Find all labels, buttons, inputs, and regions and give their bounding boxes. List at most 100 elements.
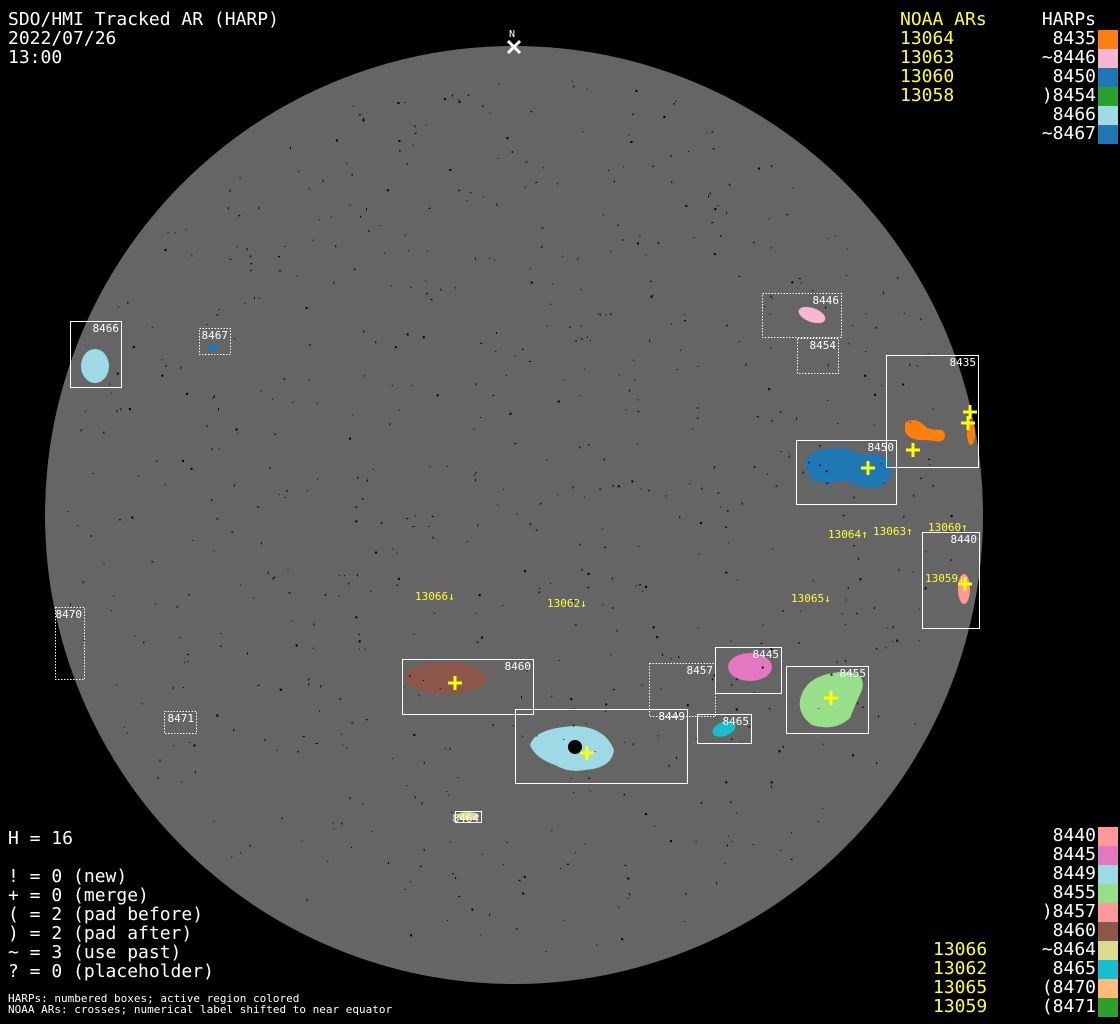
harp-legend-label: (8471	[1041, 996, 1096, 1017]
harp-box-label: 8466	[93, 322, 120, 335]
magnetogram-specks	[67, 81, 962, 952]
noaa-ar-label: 13065↓	[791, 592, 831, 605]
harp-color-swatch	[1098, 922, 1118, 941]
harp-box: 8457	[649, 663, 716, 717]
region-8450	[805, 447, 892, 488]
harp-color-swatch	[1098, 87, 1118, 106]
noaa-ar-label: 13064↑	[828, 528, 868, 541]
noaa-cross-icon	[961, 416, 975, 430]
region-8466	[81, 349, 109, 383]
noaa-cross-icon	[824, 691, 838, 705]
harp-box: 8445	[715, 647, 782, 694]
harp-box-outline	[164, 711, 197, 734]
harp-box-label: 8460	[505, 660, 532, 673]
harp-box-outline	[199, 328, 231, 355]
sunspot	[568, 740, 582, 754]
noaa-cross-icon	[963, 405, 977, 419]
harp-legend-label: ~8446	[1041, 47, 1096, 68]
harp-legend-label: 8465	[1052, 958, 1096, 979]
noaa-legend-label: 13058	[900, 85, 955, 106]
status-count-line: ? = 0 (placeholder)	[8, 961, 214, 982]
harp-color-swatch	[1098, 827, 1118, 846]
harp-color-swatch	[1098, 846, 1118, 865]
noaa-legend-label: 13059	[933, 996, 988, 1017]
harp-box-label: 8435	[950, 356, 977, 369]
noaa-cross-icon	[906, 443, 920, 457]
harp-legend-label: 8435	[1052, 28, 1096, 49]
harp-box-label: 8464	[453, 812, 480, 825]
harp-legend-label: ~8467	[1041, 123, 1096, 144]
noaa-legend-label: 13064	[900, 28, 955, 49]
harp-box: 8471	[164, 711, 197, 734]
north-marker-icon	[506, 39, 522, 55]
harp-legend-label: )8454	[1041, 85, 1096, 106]
harp-box-label: 8471	[168, 712, 195, 725]
region-8435	[905, 419, 945, 442]
noaa-ar-label: 13063↑	[873, 525, 913, 538]
harp-header: HARPs	[1041, 9, 1096, 30]
harp-box-label: 8467	[202, 329, 229, 342]
harp-box: 8435	[886, 355, 979, 468]
harp-color-swatch	[1098, 979, 1118, 998]
status-count-line: + = 0 (merge)	[8, 885, 149, 906]
status-count-line: ) = 2 (pad after)	[8, 923, 193, 944]
harp-box-outline	[797, 338, 839, 374]
harp-color-swatch	[1098, 49, 1118, 68]
harp-color-swatch	[1098, 125, 1118, 144]
harp-legend-label: 8449	[1052, 863, 1096, 884]
harp-box-outline	[922, 532, 980, 629]
noaa-ar-label: 13060↑	[928, 521, 968, 534]
status-count-line: ( = 2 (pad before)	[8, 904, 204, 925]
harp-color-swatch	[1098, 30, 1118, 49]
harp-legend-label: )8457	[1041, 901, 1096, 922]
noaa-cross-icon	[958, 577, 972, 591]
harp-color-swatch	[1098, 941, 1118, 960]
region-8446	[798, 306, 826, 324]
harp-legend-label: 8440	[1052, 825, 1096, 846]
harp-box-label: 8457	[687, 664, 714, 677]
noaa-ar-label: 13062↓	[547, 597, 587, 610]
noaa-labels: 13064↑13063↑13060↑13059↓13066↓13062↓1306…	[415, 521, 968, 610]
harp-box: 8466	[70, 321, 122, 388]
harp-box-label: 8470	[56, 608, 83, 621]
harp-color-swatch	[1098, 998, 1118, 1017]
harp-box-outline	[70, 321, 122, 388]
noaa-cross-icon	[580, 746, 594, 760]
harp-legend-label: ~8464	[1041, 939, 1096, 960]
region-8445	[728, 653, 772, 681]
harp-box: 8460	[402, 659, 534, 715]
harp-legend-label: 8445	[1052, 844, 1096, 865]
date: 2022/07/26	[8, 28, 117, 49]
harp-box-label: 8455	[840, 667, 867, 680]
solar-disk	[45, 46, 983, 984]
harp-box: 8440	[922, 532, 980, 629]
noaa-ar-label: 13066↓	[415, 590, 455, 603]
region-8467	[208, 344, 218, 352]
harp-box: 8446	[762, 293, 842, 338]
harp-box: 8454	[797, 338, 839, 374]
region-8465	[712, 721, 736, 737]
harp-box: 8470	[55, 607, 85, 680]
harp-box-label: 8446	[813, 294, 840, 307]
harp-legend-label: (8470	[1041, 977, 1096, 998]
region-8464	[457, 812, 479, 820]
harp-box-outline	[786, 666, 869, 734]
noaa-legend-label: 13062	[933, 958, 988, 979]
harp-box-label: 8465	[723, 715, 750, 728]
note-noaa: NOAA ARs: crosses; numerical label shift…	[8, 1003, 393, 1016]
harp-legend-label: 8455	[1052, 882, 1096, 903]
harp-box-outline	[762, 293, 842, 338]
noaa-cross-icon	[861, 461, 875, 475]
harp-box: 8450	[796, 440, 897, 505]
harp-color-swatch	[1098, 960, 1118, 979]
harp-legend-label: 8450	[1052, 66, 1096, 87]
harp-box: 8464	[453, 811, 482, 825]
noaa-legend-label: 13063	[900, 47, 955, 68]
harp-color-swatch	[1098, 68, 1118, 87]
time: 13:00	[8, 47, 63, 68]
harp-box: 8467	[199, 328, 231, 355]
harp-box-outline	[886, 355, 979, 468]
noaa-crosses	[448, 405, 977, 760]
title: SDO/HMI Tracked AR (HARP)	[8, 9, 279, 30]
